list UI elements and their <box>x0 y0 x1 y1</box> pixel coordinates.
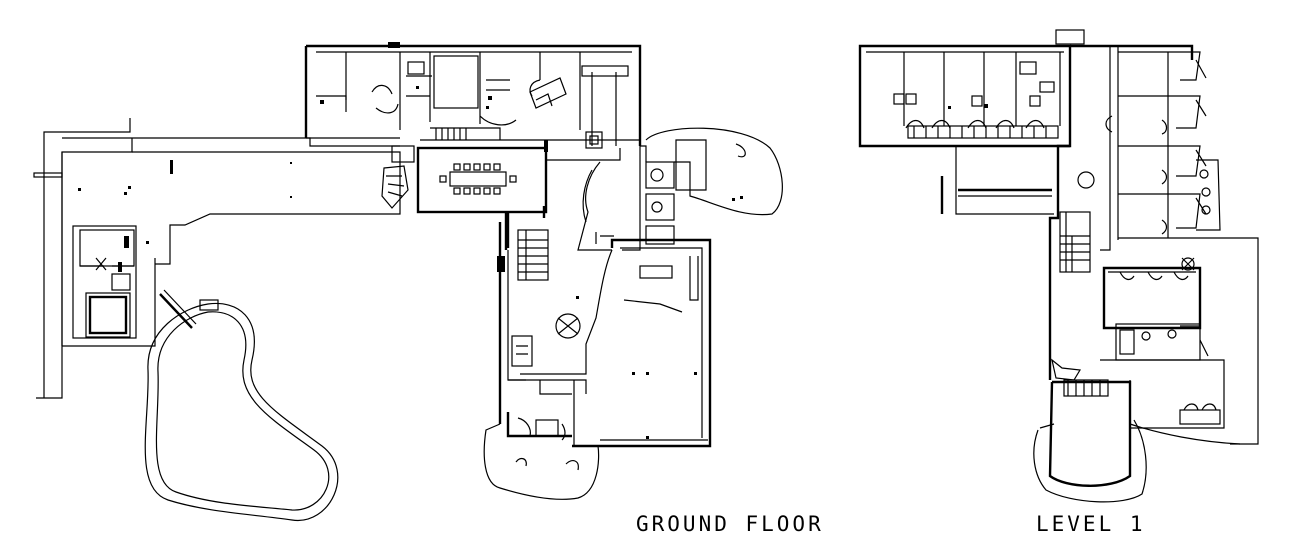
level-1-bedrooms <box>858 44 1072 148</box>
bedroom-wing <box>304 42 642 152</box>
level-1-label: LEVEL 1 <box>1036 512 1146 536</box>
level-1-south-block <box>1033 237 1259 503</box>
dining-hall <box>381 145 621 214</box>
living-room <box>483 212 712 500</box>
west-terrace <box>33 118 401 399</box>
ground-floor-label: GROUND FLOOR <box>636 512 824 536</box>
sauna-house <box>72 225 137 339</box>
level-1-east-rooms <box>1118 51 1221 271</box>
swimming-pool <box>144 289 339 521</box>
ground-floor-plan <box>33 42 783 521</box>
level-1-spine <box>940 29 1194 380</box>
level-1-plan <box>858 29 1259 503</box>
service-wing <box>504 127 783 251</box>
